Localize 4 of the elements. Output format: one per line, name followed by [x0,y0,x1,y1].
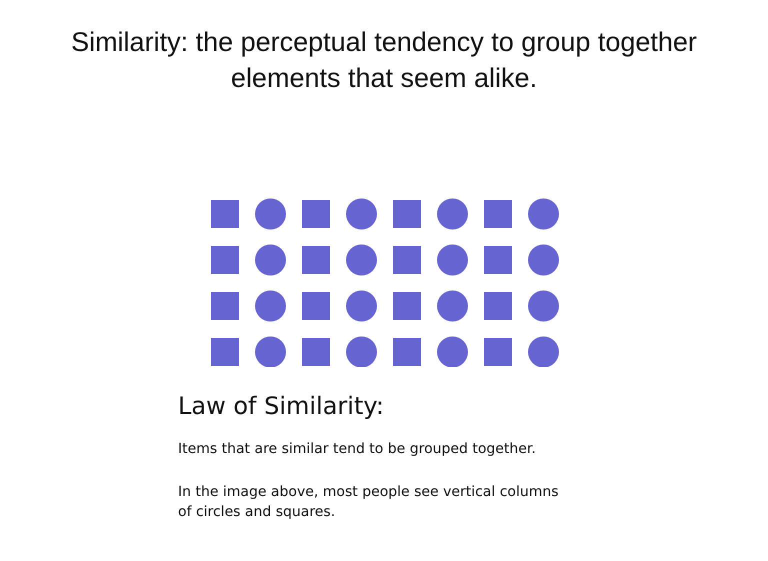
heading: Law of Similarity: [178,392,384,420]
slide-title: Similarity: the perceptual tendency to group together elements that seem alike. [70,26,698,95]
definition-text: Items that are similar tend to be grouped together. [178,441,536,457]
explanation-text: In the image above, most people see vertical columns of circles and squares. [178,483,560,522]
